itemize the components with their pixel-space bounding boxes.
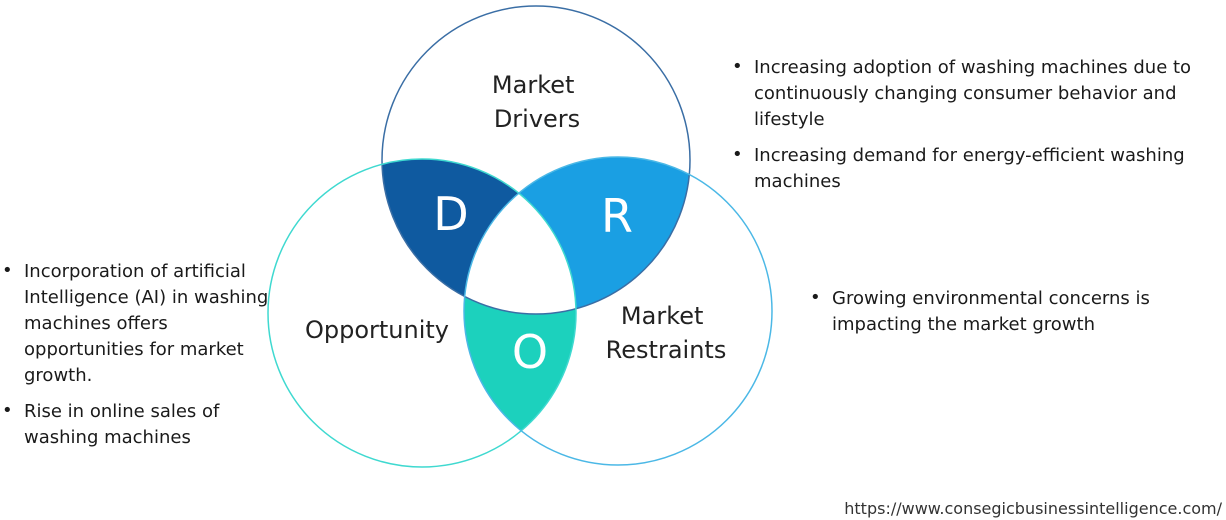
restraints-label-line-1: Market [621,302,704,330]
d-letter: D [433,187,468,241]
o-letter: O [512,325,548,379]
opportunity-bullet-item: Rise in online sales of washing machines [0,398,270,451]
r-letter: R [601,189,633,243]
source-url: https://www.consegicbusinessintelligence… [844,499,1222,518]
restraints-bullet-item: Growing environmental concerns is impact… [808,285,1158,338]
opportunity-label: Opportunity [305,316,449,344]
drivers-label-line-2: Drivers [494,105,580,133]
drivers-label-line-1: Market [492,71,575,99]
restraints-label-line-2: Restraints [606,336,727,364]
opportunity-bullet-item: Incorporation of artificial Intelligence… [0,258,270,389]
opportunity-bullet-list: Incorporation of artificial Intelligence… [0,258,270,461]
drivers-bullet-item: Increasing adoption of washing machines … [730,54,1220,133]
restraints-bullet-list: Growing environmental concerns is impact… [808,285,1158,348]
drivers-bullet-list: Increasing adoption of washing machines … [730,54,1220,205]
restraints-circle [463,156,773,466]
drivers-bullet-item: Increasing demand for energy-efficient w… [730,142,1220,195]
center-intersection [464,159,576,314]
drivers-label: Market Drivers [492,71,582,133]
restraints-label: Market Restraints [606,302,727,364]
drivers-circle [381,5,691,315]
